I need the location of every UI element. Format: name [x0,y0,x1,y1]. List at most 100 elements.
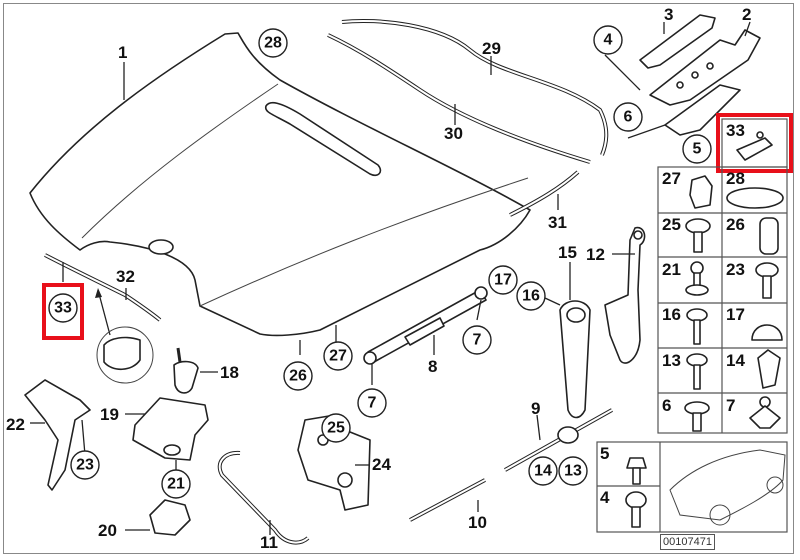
leader-lines [30,21,751,535]
callout-circled-14: 14 [528,456,558,486]
svg-text:6: 6 [624,109,633,126]
callout-circled-28: 28 [258,28,288,58]
highlight-33-callout [42,283,84,340]
rivet-21-icon [685,261,709,296]
bowden-cable[interactable] [217,450,310,545]
clip-18[interactable] [173,347,199,394]
svg-text:7: 7 [368,395,377,412]
callout-9: 9 [531,399,540,418]
stud-5-icon [626,457,647,485]
callout-circled-13: 13 [558,456,588,486]
clip-27-icon [689,175,713,209]
lock-bracket-19[interactable] [132,397,209,461]
table-label-13: 13 [662,351,681,370]
table-label-4: 4 [600,488,610,507]
callout-circled-33: 33 [48,293,78,323]
bolt-4-icon [625,491,647,528]
handle-20[interactable] [149,499,191,536]
table-label-27: 27 [662,169,681,188]
table-label-23: 23 [726,260,745,279]
callout-24: 24 [372,455,391,474]
hardware-table [596,113,793,533]
hood-lock[interactable] [297,414,371,511]
callout-2: 2 [742,5,751,24]
callout-12: 12 [586,245,605,264]
table-label-21: 21 [662,260,681,279]
nut-14-icon [757,349,781,389]
svg-text:17: 17 [494,272,512,289]
screw-23-icon [755,262,779,299]
callout-20: 20 [98,521,117,540]
svg-text:21: 21 [167,476,185,493]
callout-32: 32 [116,267,135,286]
callout-30: 30 [444,124,463,143]
svg-text:28: 28 [264,35,282,52]
grommet-28-icon [726,187,784,209]
svg-text:27: 27 [329,348,347,365]
cap-17-icon [751,324,783,341]
hinge-arm[interactable] [559,300,591,419]
svg-text:23: 23 [76,457,94,474]
diagram-id-label: 00107471 [660,534,715,550]
callout-circled-7b: 7 [357,388,387,418]
callout-1: 1 [118,43,127,62]
vehicle-overview-icon [669,449,786,526]
svg-text:7: 7 [473,332,482,349]
table-label-5: 5 [600,444,609,463]
callout-circled-27: 27 [323,341,353,371]
callout-10: 10 [468,513,487,532]
release-cable[interactable] [409,478,486,522]
callout-circled-5: 5 [682,134,712,164]
table-label-17: 17 [726,305,745,324]
callout-31: 31 [548,213,567,232]
release-lever-22[interactable] [24,379,91,491]
callout-circled-21: 21 [161,469,191,499]
callout-circled-16: 16 [516,281,546,311]
screw-13-icon [686,353,708,390]
callout-11: 11 [260,533,278,552]
callout-3: 3 [664,5,673,24]
callout-18: 18 [220,363,239,382]
table-label-33: 33 [726,121,745,140]
svg-text:16: 16 [522,288,540,305]
callout-circled-26: 26 [283,361,313,391]
callout-19: 19 [100,405,119,424]
callout-22: 22 [6,415,25,434]
plug-33-icon [736,131,773,161]
seal-detail-view [95,288,154,384]
hood-hinge[interactable] [639,14,761,136]
stud-7-icon [749,396,781,429]
callout-circled-25: 25 [321,413,351,443]
svg-text:26: 26 [289,368,307,385]
callout-circled-23: 23 [70,450,100,480]
table-label-16: 16 [662,305,681,324]
table-label-26: 26 [726,215,745,234]
svg-text:33: 33 [54,300,72,317]
hood-panel[interactable] [29,32,531,337]
release-rod[interactable] [504,408,613,472]
buffer-26-icon [759,217,779,255]
screw-25-icon [685,218,711,253]
callout-circled-17: 17 [488,265,518,295]
callout-8: 8 [428,357,437,376]
callout-15: 15 [558,243,577,262]
seal-31[interactable] [509,170,580,217]
bolt-6-icon [684,401,710,432]
gas-strut[interactable] [363,286,488,365]
callout-29: 29 [482,39,501,58]
callout-circled-4: 4 [593,25,623,55]
callout-circled-6: 6 [613,102,643,132]
screw-16-icon [686,308,708,345]
svg-text:14: 14 [534,463,552,480]
svg-text:4: 4 [604,32,613,49]
table-label-25: 25 [662,215,681,234]
svg-text:5: 5 [693,141,702,158]
table-label-7: 7 [726,396,735,415]
hinge-bracket[interactable] [604,226,646,364]
diagram-frame [3,3,794,554]
svg-text:25: 25 [327,420,345,437]
highlight-33-cell [716,113,793,173]
table-label-28: 28 [726,169,745,188]
table-label-6: 6 [662,396,671,415]
